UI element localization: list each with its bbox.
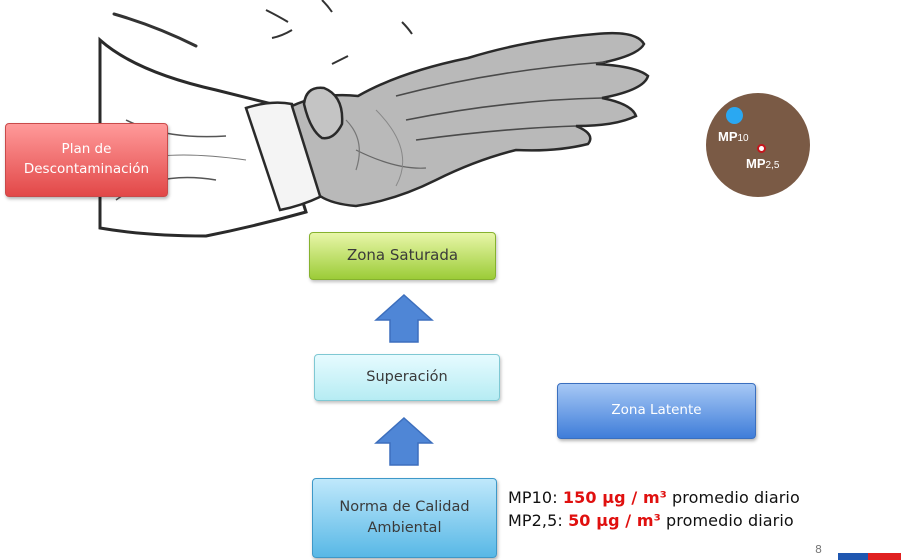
zona-latente-label: Zona Latente: [611, 402, 702, 419]
mp10-particle-icon: [726, 107, 743, 124]
superacion-label: Superación: [366, 368, 448, 385]
zona-saturada-box: Zona Saturada: [309, 232, 496, 280]
mp10-period: promedio diario: [666, 488, 800, 507]
mp10-pollutant: MP10:: [508, 488, 563, 507]
norma-label: Norma de Calidad Ambiental: [339, 498, 470, 536]
up-arrow-icon: [374, 417, 434, 466]
mp10-label: MP10: [718, 129, 749, 144]
hand-illustration: [98, 0, 650, 238]
mp25-period: promedio diario: [660, 511, 794, 530]
superacion-box: Superación: [314, 354, 500, 401]
mp10-limit-value: 150 µg / m³: [562, 488, 667, 507]
mp25-particle-icon: [757, 144, 766, 153]
plan-descontaminacion-box: Plan de Descontaminación: [5, 123, 168, 197]
particle-size-circle: MP10 MP2,5: [706, 93, 810, 197]
mp25-standard: MP2,5: 50 µg / m³ promedio diario: [508, 511, 794, 530]
zona-saturada-label: Zona Saturada: [346, 246, 459, 265]
mp25-limit-value: 50 µg / m³: [568, 511, 661, 530]
plan-label: Plan de Descontaminación: [23, 141, 150, 177]
mp25-pollutant: MP2,5:: [508, 511, 569, 530]
mp10-standard: MP10: 150 µg / m³ promedio diario: [508, 488, 800, 507]
mp25-label: MP2,5: [746, 156, 780, 171]
up-arrow-icon: [374, 294, 434, 343]
norma-calidad-box: Norma de Calidad Ambiental: [312, 478, 497, 558]
flag-stripe-icon: [838, 553, 901, 560]
page-number: 8: [815, 543, 822, 556]
zona-latente-box: Zona Latente: [557, 383, 756, 439]
